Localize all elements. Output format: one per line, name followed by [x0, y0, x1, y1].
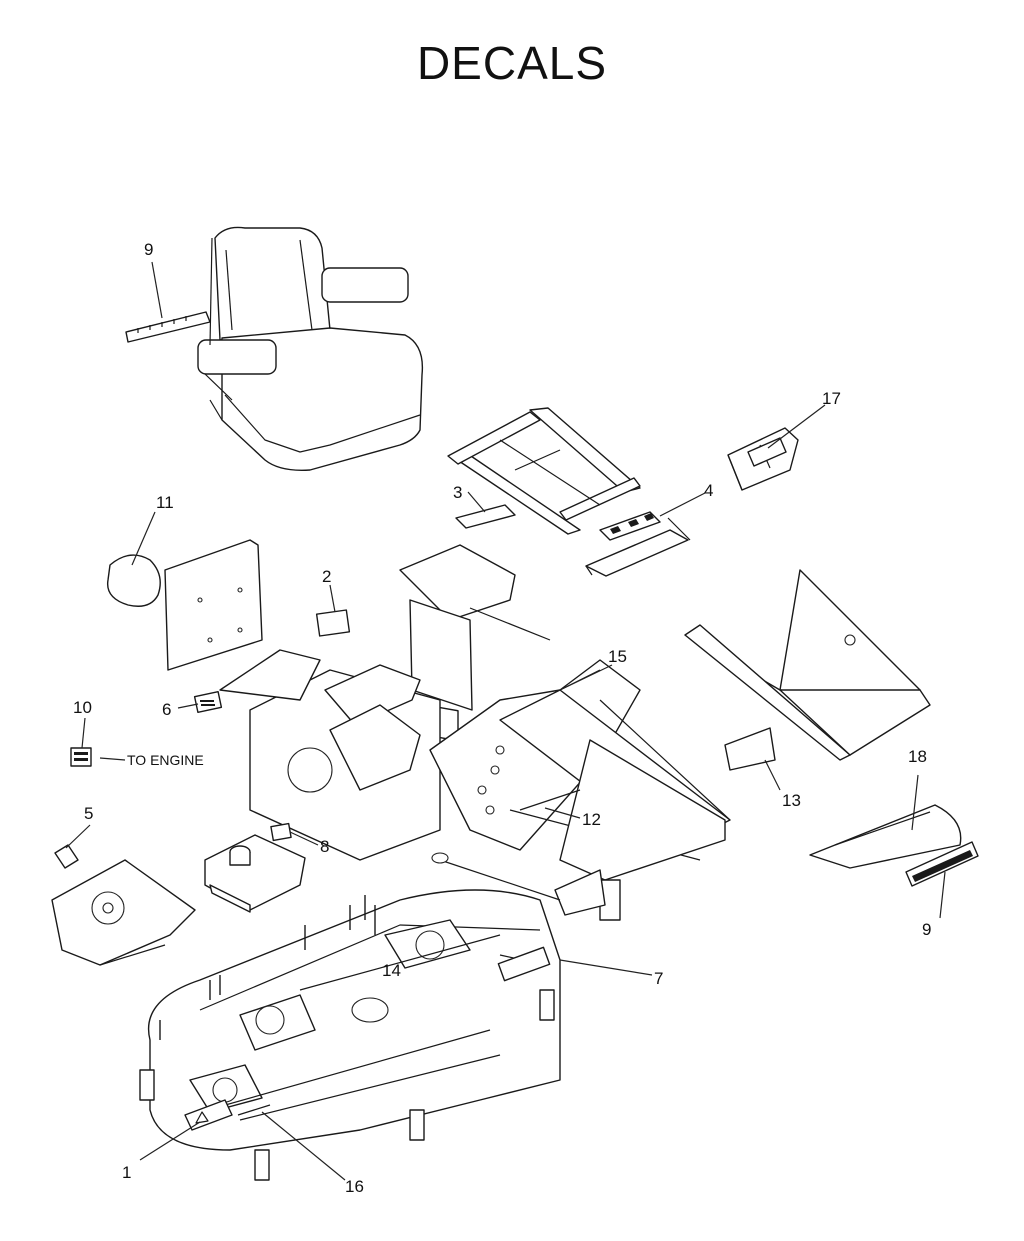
decal-1: [184, 1099, 233, 1131]
callout-2: 2: [322, 567, 331, 586]
callout-18: 18: [908, 747, 927, 766]
callout-8: 8: [320, 837, 329, 856]
callout-6: 6: [162, 700, 171, 719]
callout-4: 4: [704, 481, 713, 500]
seat-support-frame: [447, 407, 641, 535]
callout-11: 11: [156, 493, 174, 512]
decal-2: [315, 609, 351, 637]
seat: [197, 226, 424, 471]
callout-16: 16: [345, 1177, 364, 1196]
mower-deck: [139, 889, 561, 1181]
main-frame: [219, 544, 731, 921]
callout-3: 3: [453, 483, 462, 502]
callout-14: 14: [382, 961, 401, 980]
callout-9-deck-cover: 9: [922, 920, 931, 939]
callout-13: 13: [782, 791, 801, 810]
belt-guard: [51, 859, 196, 966]
callout-7: 7: [654, 969, 663, 988]
callout-17: 17: [822, 389, 841, 408]
decal-12-frame-area: [519, 789, 581, 811]
page-title: DECALS: [416, 37, 608, 89]
decal-3: [455, 504, 516, 529]
fuel-tank: [204, 834, 306, 913]
decal-10: [70, 747, 92, 767]
decal-13: [724, 727, 776, 771]
callout-10: 10: [73, 698, 92, 717]
callout-5: 5: [84, 804, 93, 823]
decal-8: [270, 822, 292, 842]
callout-9-seat: 9: [144, 240, 153, 259]
leader-lines: [65, 261, 946, 1181]
side-panel: [164, 539, 263, 671]
control-plate: [585, 517, 691, 577]
decal-17: [747, 437, 787, 467]
callout-1: 1: [122, 1163, 131, 1182]
decal-9-brand-logo: [905, 841, 979, 887]
deck-cover: [809, 804, 962, 869]
decal-16: [237, 1104, 271, 1116]
decal-5: [54, 844, 79, 869]
callout-12: 12: [582, 810, 601, 829]
to-engine-note: TO ENGINE: [127, 752, 204, 768]
decal-11: [106, 554, 161, 607]
decal-9-seat-strip: [125, 311, 211, 343]
foot-pan: [684, 569, 931, 761]
callout-15: 15: [608, 647, 627, 666]
